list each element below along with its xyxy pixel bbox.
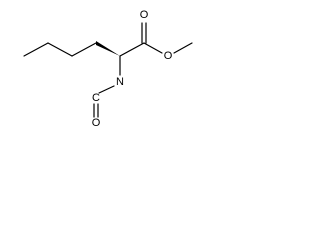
atom-label-isocyanate-oxygen: O	[92, 117, 101, 129]
bond-butyl-c2-c3	[47, 42, 73, 57]
atom-label-isocyanate-nitrogen: N	[116, 76, 124, 88]
bond-alpha-carbonyl	[119, 42, 145, 57]
atom-label-ester-oxygen: O	[164, 50, 173, 62]
bond-nitrogen-isocyanate-c	[98, 85, 115, 94]
bond-wedge-stereo	[96, 41, 120, 56]
bond-butyl-c3-c4	[71, 42, 97, 57]
bond-ester-o-methyl	[173, 42, 193, 54]
chemical-structure-diagram: O O N C O	[23, 9, 193, 129]
bond-butyl-c1-c2	[23, 42, 49, 57]
atom-label-carbonyl-oxygen: O	[140, 9, 149, 21]
atom-label-isocyanate-carbon: C	[92, 92, 100, 104]
bond-carbonyl-ester-o	[143, 42, 163, 54]
